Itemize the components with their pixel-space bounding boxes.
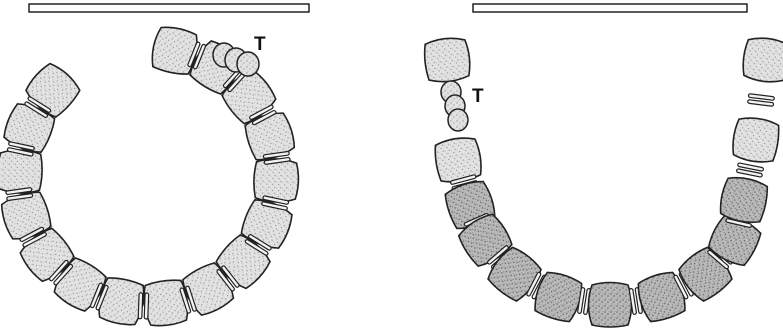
right-tail-label: T (472, 86, 484, 107)
small-bead (448, 109, 468, 131)
bead (741, 36, 783, 84)
spacer-ring (748, 94, 775, 107)
left-scale-bar (29, 4, 309, 12)
spacer-ring (736, 163, 763, 178)
bead (253, 158, 299, 203)
left-panel: T (0, 4, 309, 328)
right-scale-bar (473, 4, 747, 12)
bead (423, 36, 472, 84)
right-panel: T (423, 4, 783, 327)
bead (0, 149, 43, 194)
small-bead (237, 52, 259, 76)
bead (589, 283, 632, 328)
right-tail-beads (441, 81, 468, 131)
right-necklace-arc (423, 36, 783, 327)
left-tail-label: T (254, 34, 266, 55)
bead (730, 115, 781, 164)
